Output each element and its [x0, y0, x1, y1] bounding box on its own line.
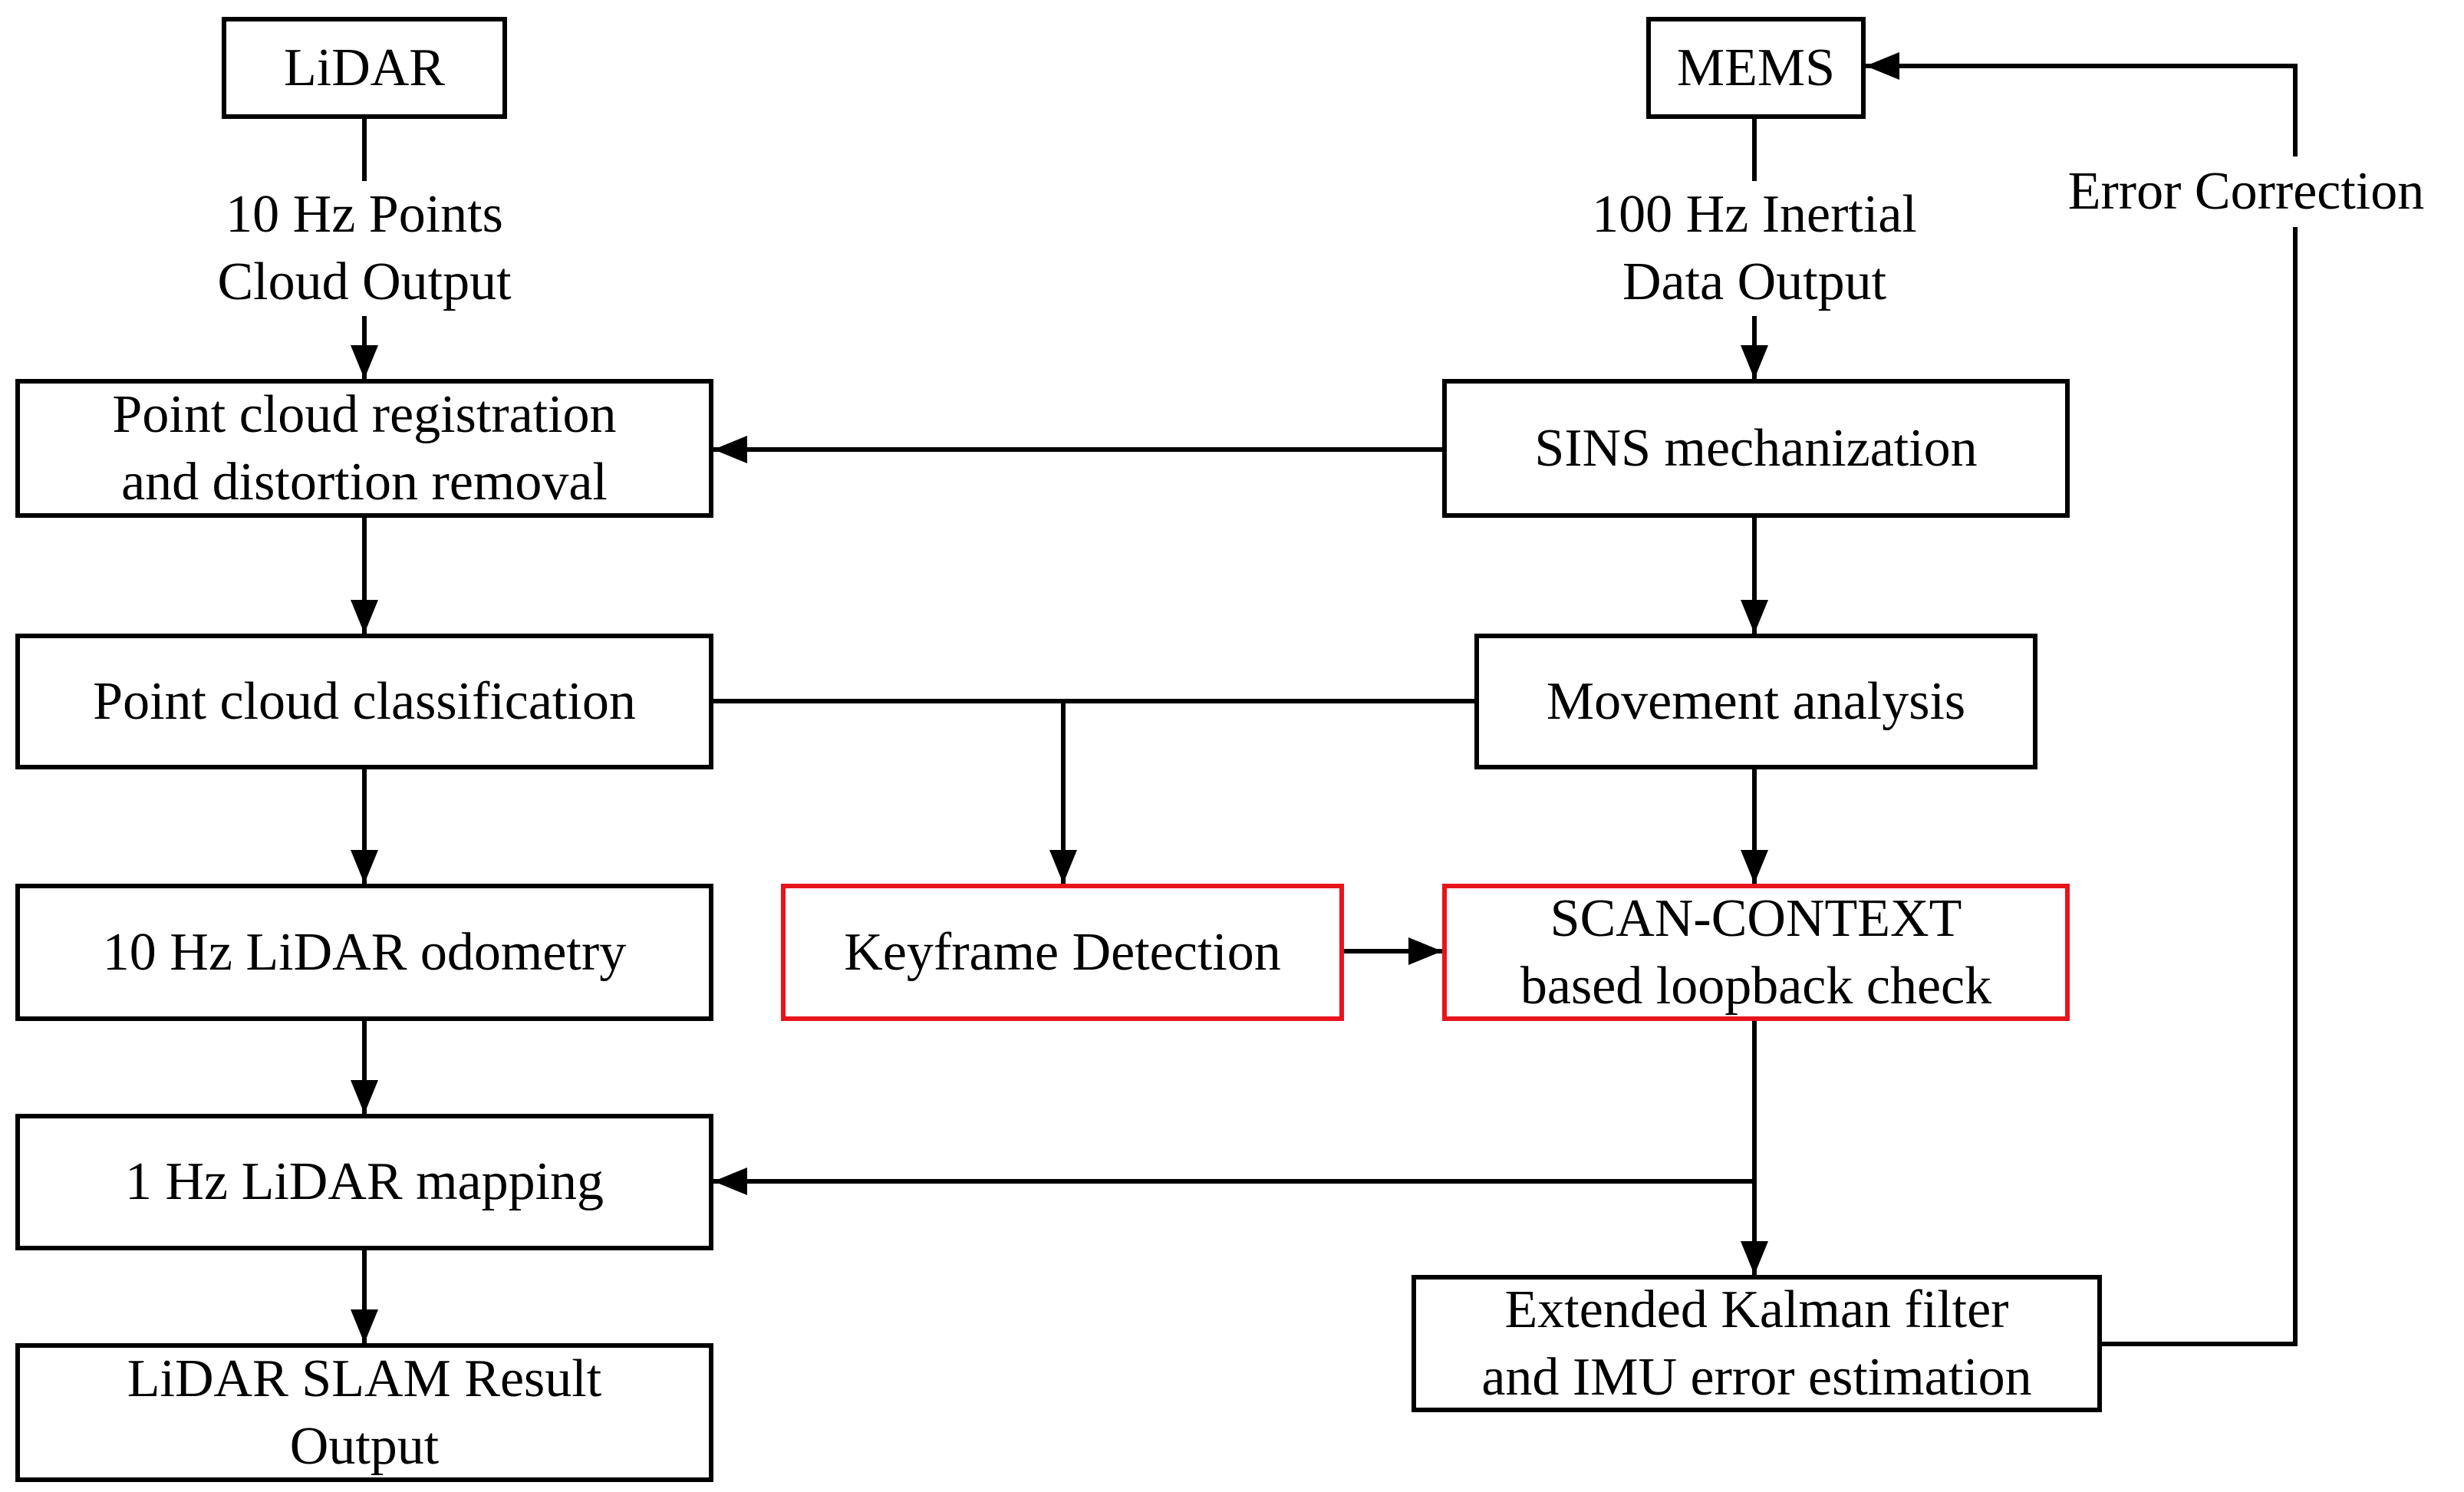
error-correction-label: Error Correction	[2039, 156, 2453, 227]
mapping-box-label: 1 Hz LiDAR mapping	[124, 1152, 604, 1211]
slam-result-box-line1: LiDAR SLAM Result	[127, 1349, 602, 1408]
classification-box-label: Point cloud classification	[93, 671, 636, 731]
lidar-output-label-line2: Cloud Output	[217, 252, 512, 311]
arrowhead-scancontext-left	[1408, 937, 1442, 965]
odometry-box: 10 Hz LiDAR odometry	[15, 884, 713, 1021]
scan-context-box-line1: SCAN-CONTEXT	[1550, 888, 1962, 948]
ekf-box-line2: and IMU error estimation	[1481, 1347, 2032, 1407]
classification-box: Point cloud classification	[15, 634, 713, 769]
mems-box: MEMS	[1646, 17, 1866, 119]
mems-output-label: 100 Hz Inertial Data Output	[1547, 181, 1962, 316]
ekf-box-line1: Extended Kalman filter	[1504, 1280, 2009, 1339]
sins-box: SINS mechanization	[1442, 379, 2070, 518]
slam-result-box-line2: Output	[289, 1416, 440, 1476]
arrowhead-keyframe	[1049, 850, 1077, 884]
arrowhead-classification	[351, 600, 378, 634]
keyframe-detection-box-label: Keyframe Detection	[844, 922, 1281, 982]
ekf-box: Extended Kalman filter and IMU error est…	[1412, 1275, 2102, 1412]
arrowhead-result	[351, 1309, 378, 1343]
arrowhead-movement	[1741, 600, 1768, 634]
arrowhead-mapping	[351, 1080, 378, 1114]
arrowhead-ekf	[1741, 1241, 1768, 1275]
lidar-box-label: LiDAR	[284, 38, 445, 97]
lidar-box: LiDAR	[222, 17, 507, 119]
arrowhead-mems	[1866, 52, 1899, 80]
movement-box: Movement analysis	[1474, 634, 2037, 769]
arrowhead-registration	[351, 345, 378, 379]
arrowhead-registration-left	[713, 436, 747, 463]
lidar-output-label-line1: 10 Hz Points	[226, 185, 503, 244]
lidar-output-label: 10 Hz Points Cloud Output	[165, 181, 564, 316]
registration-box-line2: and distortion removal	[121, 452, 608, 512]
odometry-box-label: 10 Hz LiDAR odometry	[102, 922, 627, 982]
slam-result-box: LiDAR SLAM Result Output	[15, 1343, 713, 1482]
arrowhead-sins	[1741, 345, 1768, 379]
arrowhead-mapping-left	[713, 1168, 747, 1195]
sins-box-label: SINS mechanization	[1534, 418, 1978, 478]
keyframe-detection-box: Keyframe Detection	[781, 884, 1344, 1021]
edge-ekf-feedback-to-mems	[1866, 64, 2298, 1346]
mems-box-label: MEMS	[1676, 38, 1836, 97]
arrowheads	[351, 52, 1899, 1343]
registration-box: Point cloud registration and distortion …	[15, 379, 713, 518]
arrowhead-scancontext	[1741, 850, 1768, 884]
movement-box-label: Movement analysis	[1546, 671, 1966, 731]
arrowhead-odometry	[351, 850, 378, 884]
scan-context-box: SCAN-CONTEXT based loopback check	[1442, 884, 2070, 1021]
mems-output-label-line2: Data Output	[1622, 252, 1887, 311]
mapping-box: 1 Hz LiDAR mapping	[15, 1114, 713, 1250]
scan-context-box-line2: based loopback check	[1520, 956, 1992, 1016]
mems-output-label-line1: 100 Hz Inertial	[1592, 185, 1917, 244]
registration-box-line1: Point cloud registration	[112, 384, 617, 444]
